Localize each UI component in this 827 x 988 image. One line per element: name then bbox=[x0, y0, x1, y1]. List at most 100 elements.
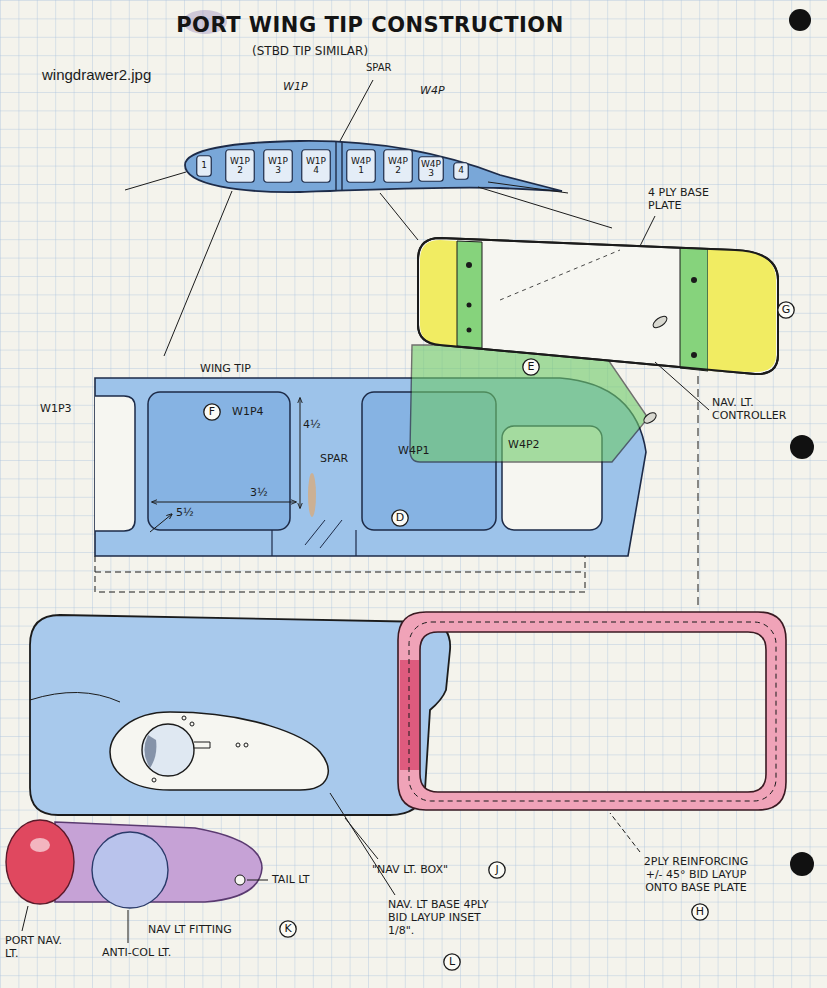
punch-hole bbox=[789, 9, 811, 31]
spar-line bbox=[341, 142, 342, 191]
rivet bbox=[244, 743, 248, 747]
fastener bbox=[467, 328, 472, 333]
rib-cell: W1P 2 bbox=[225, 149, 255, 183]
edge-line bbox=[271, 530, 272, 556]
ring-centerline bbox=[409, 622, 776, 801]
rib-cell: W1P 3 bbox=[263, 149, 293, 183]
plate-end-yellow bbox=[708, 249, 776, 372]
callout-circle: J bbox=[488, 861, 506, 879]
callout-letter: W4P 2 bbox=[385, 157, 411, 176]
rib-cell: W4P 3 bbox=[418, 156, 444, 182]
cell-shape bbox=[419, 157, 444, 182]
rib-cell: 1 bbox=[196, 155, 212, 177]
center-line bbox=[698, 376, 699, 605]
circle-shape bbox=[444, 954, 460, 970]
port-nav-light bbox=[6, 820, 74, 904]
cell-shape bbox=[454, 163, 469, 180]
dimension-line bbox=[152, 502, 296, 503]
rib-cell: W1P 4 bbox=[301, 149, 331, 183]
part-name: W1P3 bbox=[40, 402, 72, 415]
circle-shape bbox=[280, 921, 296, 937]
cell-shape bbox=[347, 150, 376, 183]
lens-highlight bbox=[30, 838, 50, 852]
circle-shape bbox=[392, 510, 408, 526]
part-name: TAIL LT bbox=[272, 873, 310, 886]
cell-shape bbox=[384, 150, 413, 183]
leader-line bbox=[247, 880, 268, 881]
ink-smudge bbox=[308, 473, 316, 517]
leader-line bbox=[128, 910, 129, 943]
part-name: W4P bbox=[420, 84, 445, 97]
dimension: 3½ bbox=[250, 486, 268, 499]
punch-hole bbox=[790, 852, 814, 876]
base-plate-outline bbox=[418, 238, 778, 374]
circle-shape bbox=[523, 359, 539, 375]
w1p4-bay bbox=[148, 392, 290, 530]
part-name: SPAR bbox=[320, 452, 348, 465]
circle-shape bbox=[204, 404, 220, 420]
leader-line bbox=[22, 906, 28, 931]
rib-cell: 4 bbox=[453, 162, 469, 180]
rivet bbox=[152, 778, 156, 782]
fastener bbox=[467, 303, 472, 308]
fastener-strip bbox=[680, 248, 708, 371]
leader-line bbox=[330, 793, 395, 895]
part-name: WING TIP bbox=[200, 362, 251, 375]
callout-circle: G bbox=[777, 301, 795, 319]
part-name: NAV LT FITTING bbox=[148, 923, 232, 936]
callout-circle: K bbox=[279, 920, 297, 938]
hidden-outline bbox=[95, 572, 585, 573]
punch-hole bbox=[790, 435, 814, 459]
callout-note: NAV. LT. CONTROLLER bbox=[712, 396, 796, 422]
fastener bbox=[466, 262, 472, 268]
cell-shape bbox=[197, 156, 212, 177]
subtitle: (STBD TIP SIMILAR) bbox=[252, 44, 368, 58]
callout-letter: F bbox=[209, 406, 215, 418]
leader-line bbox=[640, 216, 655, 246]
fastener bbox=[691, 352, 697, 358]
light-hole bbox=[142, 724, 194, 776]
callout-letter: 4 bbox=[458, 166, 464, 175]
dimension-line bbox=[150, 514, 172, 532]
hatch-line bbox=[305, 520, 325, 545]
wire-slot bbox=[194, 742, 210, 748]
leader-line bbox=[340, 80, 373, 141]
w1p3-cutout bbox=[95, 396, 135, 531]
part-name: W1P4 bbox=[232, 405, 264, 418]
nav-light-base-inset bbox=[110, 712, 328, 790]
callout-note: 4 PLY BASE PLATE bbox=[648, 186, 738, 212]
callout-circle: F bbox=[203, 403, 221, 421]
part-name: SPAR bbox=[366, 62, 392, 74]
callout-letter: W4P 3 bbox=[420, 160, 442, 179]
callout-letter: H bbox=[696, 906, 704, 918]
callout-circle: H bbox=[691, 903, 709, 921]
callout-letter: W4P 1 bbox=[348, 157, 374, 176]
dimension: 5½ bbox=[176, 506, 194, 519]
cell-shape bbox=[302, 150, 331, 183]
drawing-title: PORT WING TIP CONSTRUCTION bbox=[140, 12, 600, 38]
callout-letter: L bbox=[449, 956, 455, 968]
leader-line bbox=[610, 813, 640, 852]
cell-shape bbox=[226, 150, 255, 183]
plate-end-yellow bbox=[420, 240, 457, 346]
file-name: wingdrawer2.jpg bbox=[42, 66, 151, 84]
callout-letter: G bbox=[782, 304, 791, 316]
part-name: W4P2 bbox=[508, 438, 540, 451]
edge-line bbox=[355, 530, 356, 556]
hatch-line bbox=[320, 520, 342, 548]
fastener bbox=[691, 277, 697, 283]
callout-letter: K bbox=[284, 923, 291, 935]
base-plate bbox=[418, 238, 778, 374]
callout-letter: W1P 4 bbox=[303, 157, 329, 176]
dimension-line bbox=[300, 398, 301, 508]
projection-line bbox=[380, 193, 418, 240]
nav-light-box bbox=[30, 615, 450, 815]
cell-shape bbox=[264, 150, 293, 183]
part-name: W1P bbox=[283, 80, 308, 93]
callout-circle: E bbox=[522, 358, 540, 376]
screw bbox=[235, 875, 245, 885]
reinforcing-ring bbox=[398, 612, 786, 810]
callout-letter: E bbox=[528, 361, 535, 373]
